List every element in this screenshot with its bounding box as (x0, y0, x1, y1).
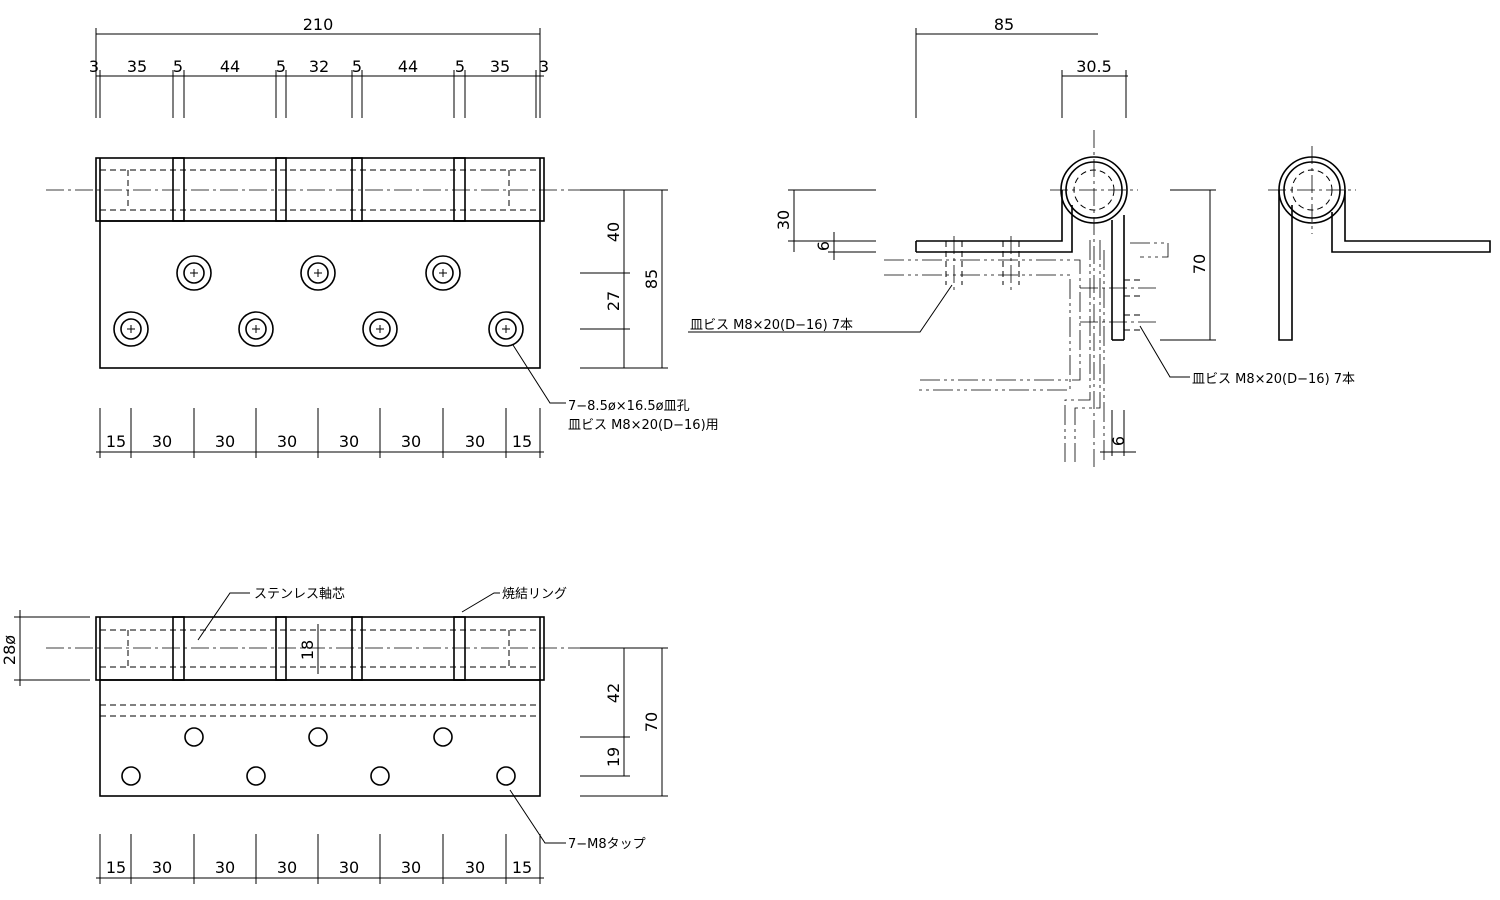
knuckle-dim-10: 35 (490, 57, 510, 76)
side-knuckle-dim: 30.5 (1076, 57, 1112, 76)
screw-note-right: 皿ビス M8×20(D−16) 7本 (1192, 372, 1355, 387)
right-dim-27: 27 (604, 291, 623, 311)
knuckle-dim-2: 35 (127, 57, 147, 76)
knuckle-dim-8: 44 (398, 57, 418, 76)
bottom-dim-6: 30 (401, 432, 421, 451)
diameter-dim: 28ø (0, 635, 19, 665)
knuckle-dim-9: 5 (455, 57, 465, 76)
ring-label: 焼結リング (502, 587, 567, 602)
bottom-view-dim-8: 15 (512, 858, 532, 877)
knuckle-dim-3: 5 (173, 57, 183, 76)
side-dim-6: 6 (814, 241, 833, 251)
screw-note-left: 皿ビス M8×20(D−16) 7本 (690, 318, 853, 333)
bottom-view-dim-5: 30 (339, 858, 359, 877)
bottom-right-dim-42: 42 (604, 683, 623, 703)
bottom-view: 28ø 18 ステンレス軸芯 焼結リング 42 19 70 (0, 587, 668, 884)
bottom-view-dim-6: 30 (401, 858, 421, 877)
bottom-dim-5: 30 (339, 432, 359, 451)
bottom-view-dim-2: 30 (152, 858, 172, 877)
bottom-right-dim-70: 70 (642, 712, 661, 732)
knuckle-dim-4: 44 (220, 57, 240, 76)
side-dim-70: 70 (1190, 254, 1209, 274)
side-view: 85 30.5 (688, 15, 1355, 470)
bottom-dim-4: 30 (277, 432, 297, 451)
inner-dim-18: 18 (298, 640, 317, 660)
right-dim-40: 40 (604, 222, 623, 242)
bottom-dim-8: 15 (512, 432, 532, 451)
side-dim-bottom-6: 6 (1109, 436, 1128, 446)
knuckle-dim-5: 5 (276, 57, 286, 76)
side-dim-30: 30 (774, 210, 793, 230)
tap-note: 7−M8タップ (568, 837, 646, 852)
overall-width-dim: 210 (303, 15, 334, 34)
bottom-view-dim-4: 30 (277, 858, 297, 877)
bottom-dim-7: 30 (465, 432, 485, 451)
bottom-dim-3: 30 (215, 432, 235, 451)
bottom-dim-2: 30 (152, 432, 172, 451)
knuckle-dim-7: 5 (352, 57, 362, 76)
bottom-view-dim-3: 30 (215, 858, 235, 877)
top-view: 210 3 35 5 44 5 32 5 44 5 35 3 (46, 15, 719, 458)
pin-label: ステンレス軸芯 (254, 587, 345, 602)
countersunk-holes (113, 255, 524, 347)
right-dim-85: 85 (642, 269, 661, 289)
end-view (1268, 146, 1491, 341)
hole-note-line2: 皿ビス M8×20(D−16)用 (568, 418, 719, 433)
bottom-right-dim-19: 19 (604, 747, 623, 767)
knuckle-dim-6: 32 (309, 57, 329, 76)
tapped-holes (121, 727, 516, 786)
bottom-view-dim-1: 15 (106, 858, 126, 877)
knuckle-dim-11: 3 (539, 57, 549, 76)
knuckle-dim-1: 3 (89, 57, 99, 76)
hole-note-line1: 7−8.5ø×16.5ø皿孔 (568, 399, 690, 414)
side-width-dim: 85 (994, 15, 1014, 34)
bottom-dim-1: 15 (106, 432, 126, 451)
bottom-view-dim-7: 30 (465, 858, 485, 877)
